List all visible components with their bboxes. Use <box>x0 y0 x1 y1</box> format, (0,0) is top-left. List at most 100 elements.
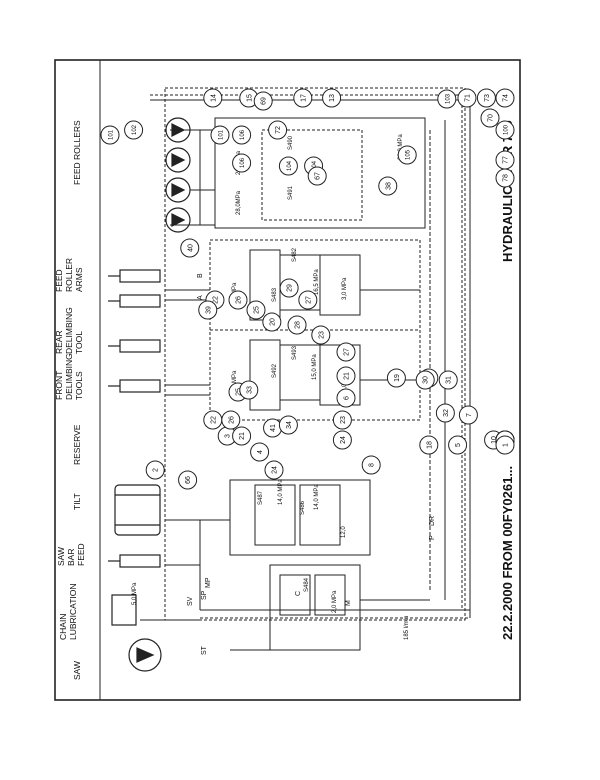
callout-label: 7 <box>466 413 473 417</box>
callout-27b: 27 <box>336 342 356 362</box>
port-code: MP <box>205 577 212 588</box>
callout-72: 72 <box>268 120 288 140</box>
callout-2: 2 <box>145 460 165 480</box>
callout-label: 73 <box>484 94 491 102</box>
callout-label: 106 <box>240 157 246 168</box>
pipework <box>140 87 471 651</box>
label-rear-3: TOOL <box>74 331 84 354</box>
callout-28: 28 <box>287 315 307 335</box>
callout-7: 7 <box>458 405 478 425</box>
callout-18: 18 <box>419 435 439 455</box>
callout-21: 21 <box>232 426 252 446</box>
callout-label: 106 <box>240 129 246 140</box>
callout-21b: 21 <box>336 366 356 386</box>
label-saw: SAW <box>72 661 82 680</box>
callout-29: 29 <box>279 278 299 298</box>
pressure-label: 28,0MPa <box>236 190 242 215</box>
pressure-label: 15,0 MPa <box>312 354 318 380</box>
callout-26: 26 <box>228 290 248 310</box>
port-code: M <box>345 600 352 606</box>
callout-105: 105 <box>397 145 417 165</box>
port-code: B <box>197 273 204 278</box>
callout-label: 6 <box>344 396 351 400</box>
label-tilt: TILT <box>72 493 82 510</box>
cylinders <box>108 269 162 672</box>
callout-20: 20 <box>262 312 282 332</box>
callout-24: 24 <box>264 460 284 480</box>
callout-78: 78 <box>495 168 515 188</box>
callout-label: 101 <box>109 129 115 140</box>
callout-label: 13 <box>329 94 336 102</box>
callout-100: 100 <box>495 120 515 140</box>
callout-label: 72 <box>275 126 282 134</box>
callout-33: 33 <box>239 380 259 400</box>
callout-27: 27 <box>298 290 318 310</box>
callout-30: 30 <box>415 370 435 390</box>
callout-label: 5 <box>455 443 462 447</box>
callout-71: 71 <box>457 88 477 108</box>
callout-34: 34 <box>278 415 298 435</box>
label-sawbar-3: FEED <box>76 543 86 566</box>
callout-label: 21 <box>239 432 246 440</box>
callout-label: 18 <box>426 441 433 449</box>
label-rear-2: DELIMBING <box>64 307 74 354</box>
pressure-label: 12,0 <box>341 526 347 538</box>
callout-label: 3 <box>225 434 232 438</box>
callout-14: 14 <box>203 88 223 108</box>
callout-5: 5 <box>448 435 468 455</box>
callout-24b: 24 <box>332 430 352 450</box>
callout-101: 101 <box>100 125 120 145</box>
callout-26b: 26 <box>221 410 241 430</box>
callout-label: 105 <box>406 149 412 160</box>
callout-label: 70 <box>488 114 495 122</box>
label-feed-rollers: FEED ROLLERS <box>72 120 82 185</box>
pressure-label: 5,0 MPa <box>232 370 238 393</box>
callout-label: 8 <box>369 463 376 467</box>
valve-code: S490 <box>288 135 294 150</box>
port-code: C <box>295 591 302 596</box>
callout-label: 104 <box>312 160 318 171</box>
callout-106b: 106 <box>232 153 252 173</box>
callout-label: 26 <box>236 296 243 304</box>
callout-38: 38 <box>378 176 398 196</box>
callout-label: 2 <box>153 468 160 472</box>
callout-label: 22 <box>212 296 219 304</box>
callout-label: 14 <box>210 94 217 102</box>
callout-label: 15 <box>246 94 253 102</box>
callout-label: 101 <box>219 129 225 140</box>
callout-label: 69 <box>261 97 268 105</box>
callout-41: 41 <box>263 418 283 438</box>
callout-label: 17 <box>300 94 307 102</box>
label-fra-2: ROLLER <box>64 258 74 292</box>
label-front-2: DELIMBING <box>64 353 74 400</box>
callout-label: 103 <box>445 93 451 104</box>
callout-32: 32 <box>435 403 455 423</box>
port-code: A <box>197 295 204 300</box>
page-frame <box>54 59 521 701</box>
port-code: SV <box>187 596 194 606</box>
callout-13: 13 <box>322 88 342 108</box>
callout-label: 78 <box>503 174 510 182</box>
label-chain-lub-1: CHAIN <box>58 614 68 640</box>
valve-code: S483 <box>272 287 278 302</box>
callout-label: 24 <box>272 466 279 474</box>
pressure-labels: 28,0MPa 28,0MPa 28,0 MPa 1,5 MPa 16,5 MP… <box>132 134 410 640</box>
callout-106: 106 <box>232 125 252 145</box>
callout-label: 30 <box>423 376 430 384</box>
callout-label: 27 <box>305 296 312 304</box>
callout-label: 31 <box>446 376 453 384</box>
label-sawbar-1: SAW <box>56 547 66 566</box>
valve-code: S482 <box>292 247 298 262</box>
callout-39: 39 <box>198 300 218 320</box>
callout-label: 23 <box>340 416 347 424</box>
callout-23: 23 <box>311 325 331 345</box>
callout-69: 69 <box>253 91 273 111</box>
callout-73: 73 <box>476 88 496 108</box>
callout-label: 100 <box>504 124 510 135</box>
callout-70: 70 <box>480 108 500 128</box>
callout-label: 4 <box>257 450 264 454</box>
callout-102: 102 <box>124 120 144 140</box>
pressure-label: 28,0 MPa <box>398 134 404 160</box>
